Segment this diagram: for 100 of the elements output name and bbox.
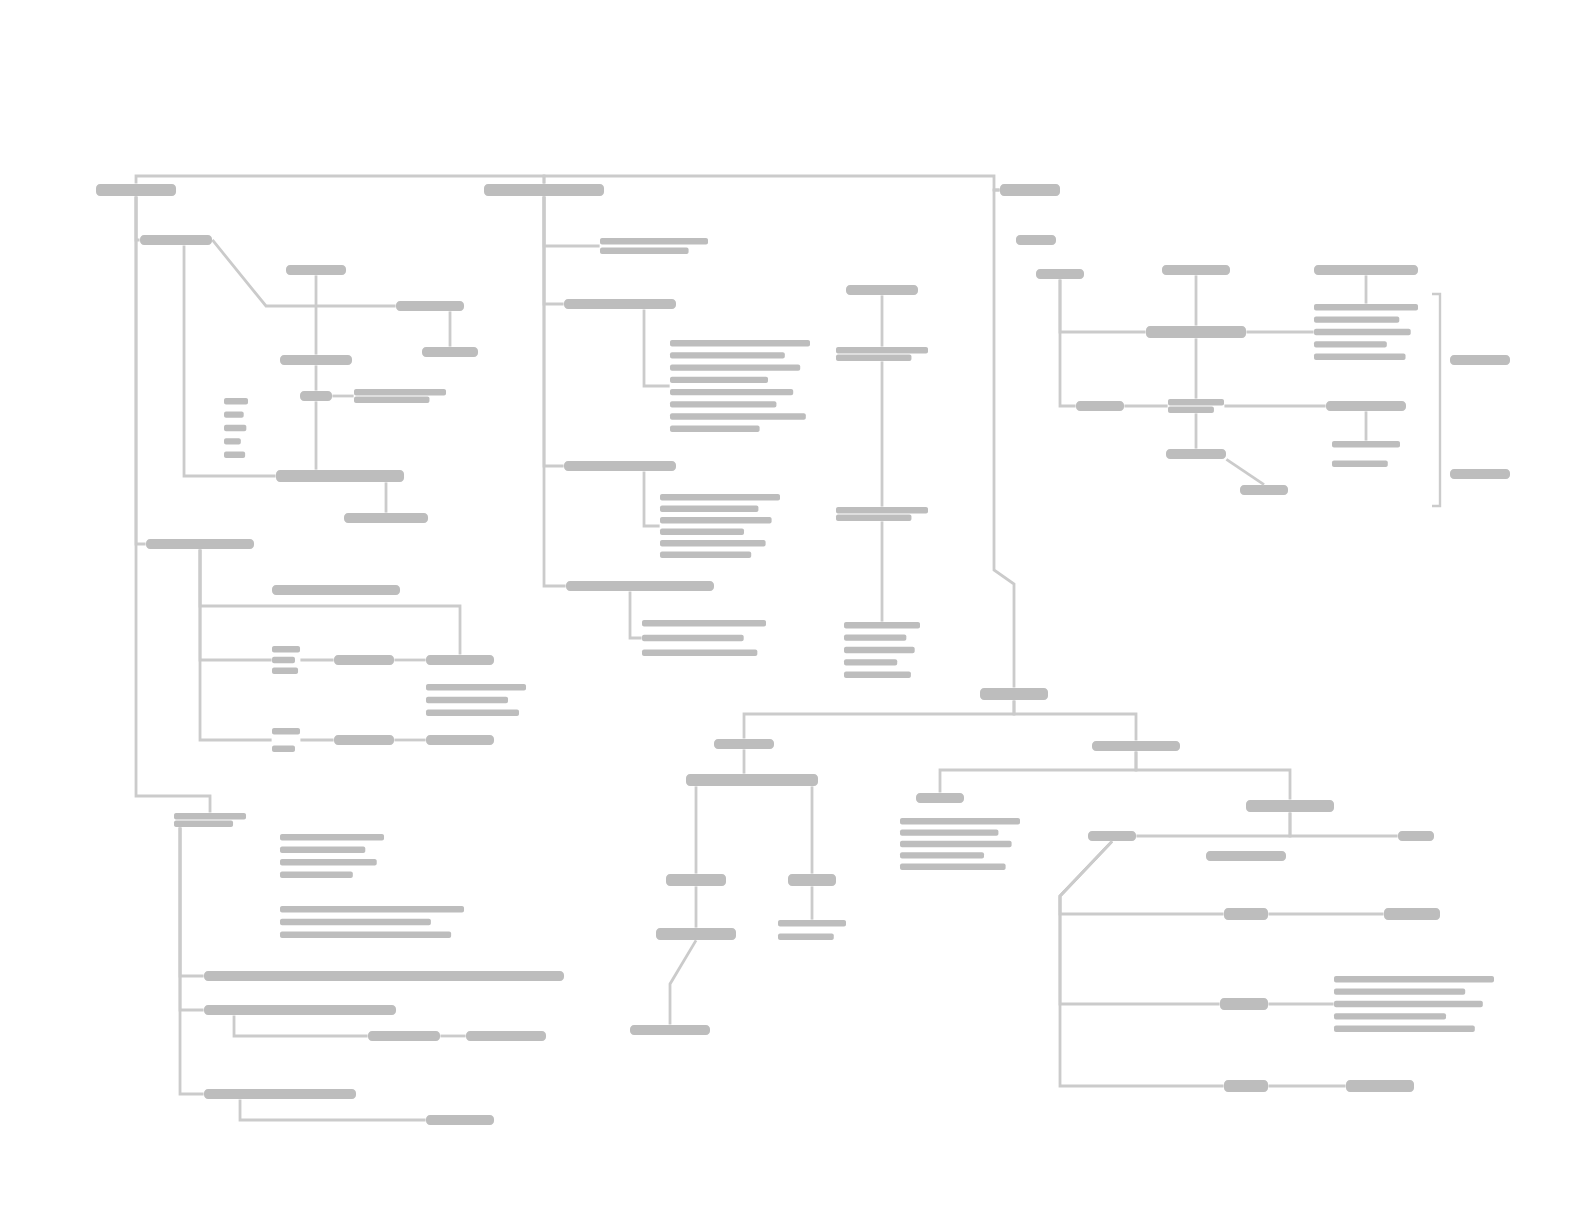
connector-line bbox=[542, 196, 566, 588]
connector-line bbox=[314, 401, 318, 470]
blurred-text bbox=[1224, 908, 1268, 920]
blurred-text bbox=[272, 585, 400, 595]
blurred-text bbox=[686, 774, 818, 786]
connector-line bbox=[394, 738, 426, 742]
blurred-text bbox=[334, 655, 394, 665]
connector-line bbox=[1268, 912, 1384, 916]
blurred-text-block bbox=[836, 507, 928, 521]
blurred-text-block bbox=[280, 906, 464, 938]
blurred-text-block bbox=[900, 818, 1020, 870]
blurred-text bbox=[396, 301, 464, 311]
blurred-text bbox=[276, 470, 404, 482]
blurred-text-block bbox=[836, 347, 928, 361]
blurred-text-block bbox=[426, 684, 526, 716]
connector-line bbox=[1224, 404, 1326, 408]
blurred-text bbox=[334, 735, 394, 745]
blurred-text bbox=[204, 1005, 396, 1015]
blurred-text bbox=[1016, 235, 1056, 245]
connector-line bbox=[1194, 413, 1198, 449]
blurred-text-block bbox=[600, 238, 708, 254]
connector-line bbox=[1058, 279, 1076, 408]
blurred-text bbox=[1240, 485, 1288, 495]
connector-line bbox=[211, 239, 396, 308]
connector-line bbox=[542, 174, 1000, 192]
blurred-text bbox=[1146, 326, 1246, 338]
blurred-text bbox=[140, 235, 212, 245]
blurred-text bbox=[1398, 831, 1434, 841]
connector-line bbox=[300, 738, 334, 742]
connector-line bbox=[1288, 812, 1398, 838]
connector-line bbox=[810, 886, 814, 920]
connector-line bbox=[694, 886, 698, 928]
connector-line bbox=[810, 786, 814, 874]
blurred-text bbox=[204, 1089, 356, 1099]
connector-line bbox=[182, 245, 276, 478]
connector-line bbox=[314, 275, 318, 355]
blurred-text-block bbox=[1332, 441, 1400, 467]
connector-line bbox=[300, 658, 334, 662]
blurred-text bbox=[1246, 800, 1334, 812]
blurred-text-block bbox=[1314, 304, 1418, 360]
connector-line bbox=[384, 482, 388, 513]
blurred-text bbox=[1346, 1080, 1414, 1092]
blurred-text bbox=[564, 461, 676, 471]
blurred-text bbox=[1076, 401, 1124, 411]
connector-line bbox=[1364, 275, 1368, 304]
blurred-text bbox=[1384, 908, 1440, 920]
blurred-text bbox=[280, 355, 352, 365]
blurred-text bbox=[422, 347, 478, 357]
blurred-text bbox=[1088, 831, 1136, 841]
connector-line bbox=[448, 311, 452, 347]
blurred-text bbox=[426, 1115, 494, 1125]
blurred-text bbox=[146, 539, 254, 549]
blurred-text bbox=[656, 928, 736, 940]
connector-line bbox=[668, 939, 698, 1025]
blurred-text-block bbox=[670, 340, 810, 432]
connector-line bbox=[1194, 275, 1198, 326]
blurred-text bbox=[1450, 355, 1510, 365]
blurred-text bbox=[1206, 851, 1286, 861]
blurred-text-block bbox=[272, 728, 300, 752]
blurred-text-block bbox=[1168, 399, 1224, 413]
connector-line bbox=[1246, 330, 1314, 334]
blurred-text bbox=[1166, 449, 1226, 459]
connector-line bbox=[134, 174, 546, 184]
blurred-text-block bbox=[660, 494, 780, 558]
connector-line bbox=[1134, 751, 1292, 800]
blurred-text bbox=[368, 1031, 440, 1041]
blurred-text-block bbox=[272, 646, 300, 674]
connector-line bbox=[628, 591, 642, 640]
blurred-text-block bbox=[778, 920, 846, 940]
blurred-text bbox=[1450, 469, 1510, 479]
connector-line bbox=[742, 749, 746, 774]
blurred-text bbox=[1000, 184, 1060, 196]
blurred-text bbox=[426, 735, 494, 745]
connector-line bbox=[880, 521, 884, 622]
blurred-text bbox=[916, 793, 964, 803]
connector-line bbox=[992, 188, 1016, 688]
blurred-text-block bbox=[844, 622, 920, 678]
connector-line bbox=[1194, 338, 1198, 399]
connector-line bbox=[642, 309, 670, 388]
connector-line bbox=[880, 295, 884, 347]
blurred-text bbox=[1224, 1080, 1268, 1092]
blurred-text bbox=[1314, 265, 1418, 275]
connector-line bbox=[314, 365, 318, 391]
blurred-text-block bbox=[224, 398, 248, 458]
connector-line bbox=[1364, 411, 1368, 441]
blurred-text bbox=[788, 874, 836, 886]
blurred-text bbox=[1036, 269, 1084, 279]
blurred-text bbox=[344, 513, 428, 523]
blurred-text-block bbox=[354, 389, 446, 403]
blurred-text-block bbox=[642, 620, 766, 656]
blurred-text bbox=[1162, 265, 1230, 275]
connector-line bbox=[694, 786, 698, 874]
blurred-text bbox=[564, 299, 676, 309]
connector-line bbox=[1268, 1002, 1334, 1006]
blurred-text bbox=[630, 1025, 710, 1035]
blurred-text-block bbox=[1334, 976, 1494, 1032]
blurred-text bbox=[286, 265, 346, 275]
connector-line bbox=[394, 658, 426, 662]
connector-line bbox=[134, 196, 212, 813]
connector-line bbox=[332, 394, 354, 398]
